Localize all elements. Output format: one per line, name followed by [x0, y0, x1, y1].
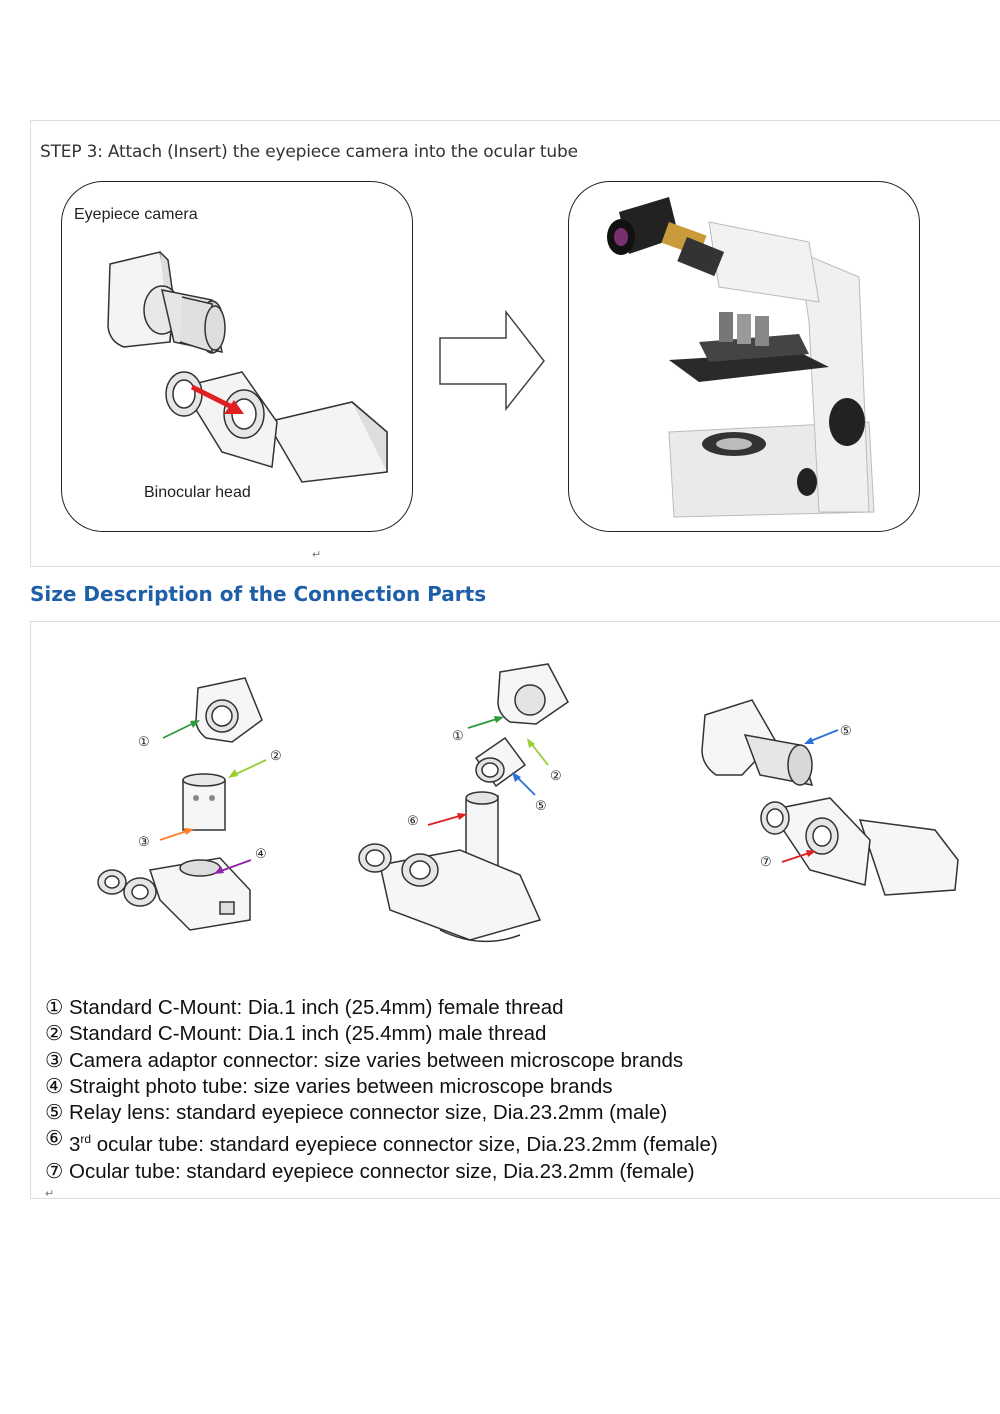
marker-5-middle: ⑤: [535, 798, 547, 813]
legend-marker: ⑥: [45, 1127, 64, 1151]
marker-7-right: ⑦: [760, 854, 772, 869]
camera-middle-icon: [497, 663, 569, 725]
legend-item-7: ⑦ Ocular tube: standard eyepiece connect…: [45, 1159, 945, 1185]
legend-text: Straight photo tube: size varies between…: [69, 1074, 613, 1098]
legend-superscript: rd: [80, 1132, 92, 1147]
eyepiece-camera-icon: [107, 251, 226, 354]
binocular-head-right-icon: [760, 797, 959, 896]
legend-marker: ①: [45, 996, 64, 1019]
legend-marker: ⑦: [45, 1159, 64, 1183]
legend-text: Camera adaptor connector: size varies be…: [69, 1048, 684, 1072]
legend-text: Relay lens: standard eyepiece connector …: [69, 1101, 668, 1125]
camera-left-icon: [195, 677, 263, 743]
c-mount-adapter-icon: [182, 773, 226, 831]
marker-3-left: ③: [138, 834, 150, 849]
marker-6-middle: ⑥: [407, 813, 419, 828]
camera-and-head-drawing: [107, 251, 388, 483]
legend-item-6: ⑥ 3rd ocular tube: standard eyepiece con…: [45, 1126, 945, 1158]
legend-marker: ③: [45, 1048, 64, 1072]
legend-text-rest: ocular tube: standard eyepiece connector…: [91, 1133, 718, 1157]
legend-item-5: ⑤ Relay lens: standard eyepiece connecto…: [45, 1100, 945, 1126]
marker-5-right: ⑤: [840, 723, 852, 738]
marker-1-left: ①: [138, 734, 150, 749]
step-instruction: STEP 3: Attach (Insert) the eyepiece cam…: [40, 142, 578, 162]
paragraph-mark: ↵: [312, 549, 322, 561]
legend-item-1: ① Standard C-Mount: Dia.1 inch (25.4mm) …: [45, 995, 945, 1021]
legend-text: Standard C-Mount: Dia.1 inch (25.4mm) ma…: [69, 1022, 547, 1046]
legend-text: Standard C-Mount: Dia.1 inch (25.4mm) fe…: [69, 996, 564, 1019]
legend-end-mark: ↵: [45, 1187, 55, 1200]
step-panel: [30, 120, 1000, 567]
microscope-with-camera-icon: [607, 197, 875, 518]
binocular-head-icon: [165, 371, 388, 483]
right-arrow-icon: [439, 309, 545, 412]
parts-legend: ① Standard C-Mount: Dia.1 inch (25.4mm) …: [45, 995, 945, 1200]
eyepiece-camera-figure: Eyepiece camera Binocular head: [61, 181, 413, 532]
legend-marker: ⑤: [45, 1101, 64, 1125]
section-title: Size Description of the Connection Parts: [30, 582, 487, 606]
legend-item-4: ④ Straight photo tube: size varies betwe…: [45, 1074, 945, 1100]
legend-marker: ②: [45, 1022, 64, 1046]
legend-item-2: ② Standard C-Mount: Dia.1 inch (25.4mm) …: [45, 1021, 945, 1047]
trinocular-head-left-icon: [97, 857, 251, 931]
marker-4-left: ④: [255, 846, 267, 861]
marker-2-middle: ②: [550, 768, 562, 783]
eyepiece-camera-label: Eyepiece camera: [74, 206, 198, 223]
connection-parts-diagram: ① ② ③ ④ ① ② ⑤ ⑥: [97, 663, 959, 943]
legend-item-3: ③ Camera adaptor connector: size varies …: [45, 1048, 945, 1074]
insert-arrow-icon: [190, 384, 244, 414]
assembled-microscope-figure: [568, 181, 920, 532]
marker-2-left: ②: [270, 748, 282, 763]
legend-text-ordinal: 3: [69, 1133, 81, 1157]
relay-lens-icon: [474, 736, 527, 788]
camera-right-icon: [701, 699, 814, 786]
binocular-head-label: Binocular head: [144, 484, 251, 501]
legend-marker: ④: [45, 1074, 64, 1098]
trinocular-head-middle-icon: [358, 791, 542, 943]
legend-text: Ocular tube: standard eyepiece connector…: [69, 1159, 695, 1183]
legend-text: 3rd ocular tube: standard eyepiece conne…: [69, 1126, 718, 1158]
marker-1-middle: ①: [452, 728, 464, 743]
connection-parts-panel: [30, 621, 1000, 1199]
